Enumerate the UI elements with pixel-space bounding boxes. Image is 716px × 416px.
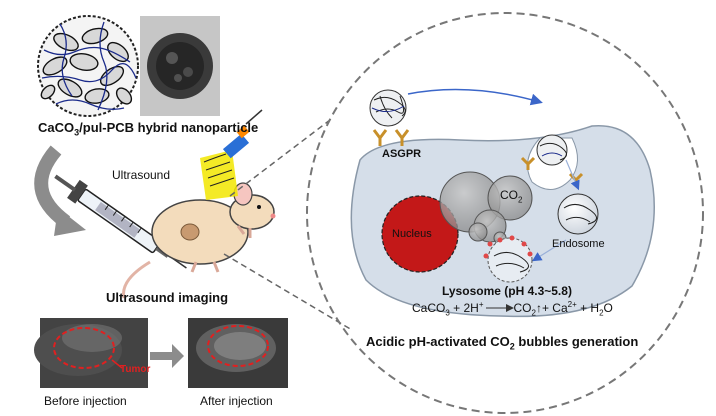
nanoparticle-icon bbox=[369, 89, 407, 127]
reaction-equation: CaCO3 + 2H+CO2↑+ Ca2+ + H2O bbox=[412, 300, 613, 318]
ultrasound-image-after bbox=[188, 318, 288, 388]
endosome-arrow bbox=[565, 159, 580, 191]
internalized-nanoparticle-icon bbox=[536, 134, 568, 166]
co2-label: CO2 bbox=[500, 188, 523, 205]
lysosome-arrow bbox=[531, 239, 567, 262]
lysosome-icon bbox=[483, 235, 533, 283]
lysosome-label: Lysosome (pH 4.3~5.8) bbox=[442, 284, 572, 298]
before-after-arrow bbox=[150, 344, 184, 368]
uptake-arrow bbox=[407, 88, 543, 106]
asgpr-label: ASGPR bbox=[382, 148, 422, 160]
endosome-label: Endosome bbox=[552, 238, 605, 250]
ultrasound-image-before bbox=[34, 318, 148, 388]
tumor-label: Tumor bbox=[120, 364, 151, 375]
zoom-connector-top bbox=[229, 119, 331, 197]
asgpr-receptor-icon bbox=[372, 129, 410, 146]
nucleus-icon bbox=[381, 195, 459, 273]
process-arrow bbox=[34, 145, 71, 228]
tem-image bbox=[140, 16, 220, 116]
co2-bubbles bbox=[439, 171, 533, 245]
nanoparticle-caption: CaCO3/pul-PCB hybrid nanoparticle bbox=[38, 120, 259, 138]
nucleus-label: Nucleus bbox=[392, 228, 432, 240]
zoom-connector-bottom bbox=[223, 253, 353, 331]
ultrasound-probe-icon bbox=[222, 109, 263, 159]
zoom-circle bbox=[306, 12, 704, 414]
tumor-outline bbox=[53, 327, 115, 369]
ultrasound-beam bbox=[200, 150, 238, 200]
tumor-outline-after bbox=[207, 325, 269, 367]
ultrasound-imaging-label: Ultrasound imaging bbox=[106, 290, 229, 305]
after-injection-label: After injection bbox=[200, 394, 273, 408]
before-injection-label: Before injection bbox=[44, 394, 127, 408]
nanoparticle-schematic bbox=[37, 15, 139, 117]
endosome-icon bbox=[557, 193, 599, 235]
bubbles-generation-caption: Acidic pH-activated CO2 bubbles generati… bbox=[366, 334, 639, 352]
ultrasound-label: Ultrasound bbox=[112, 168, 171, 182]
mouse-illustration bbox=[122, 182, 276, 299]
